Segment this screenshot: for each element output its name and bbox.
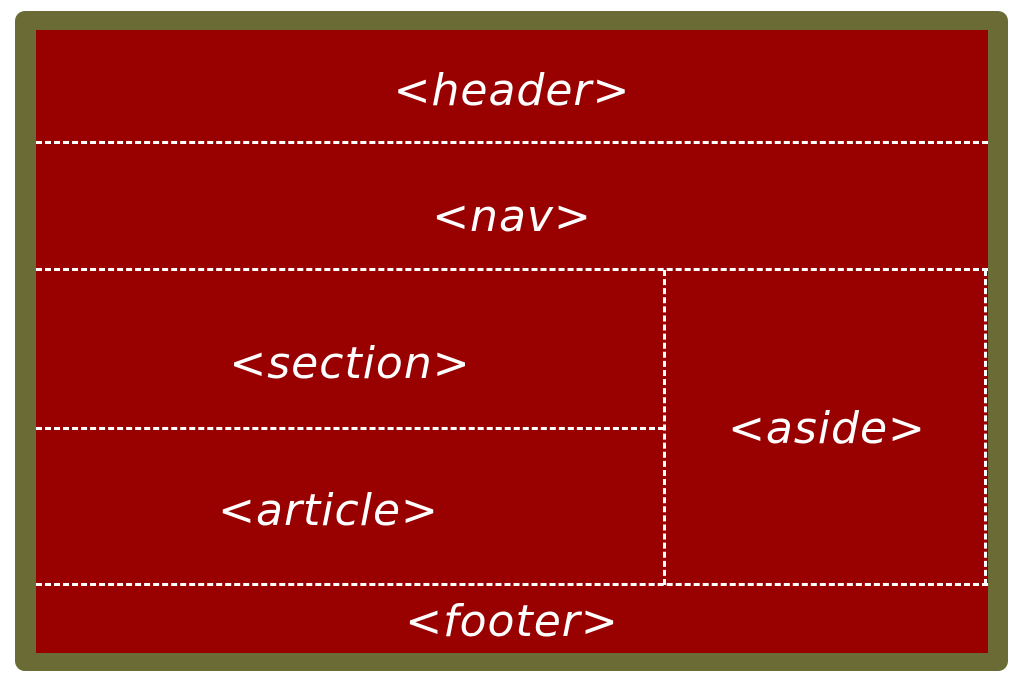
header-region: <header> (36, 40, 988, 140)
header-nav-divider (36, 141, 988, 144)
content-footer-divider (36, 583, 988, 586)
section-article-divider (36, 427, 664, 430)
aside-label: <aside> (728, 402, 926, 454)
aside-right-border (984, 270, 987, 585)
footer-region: <footer> (36, 590, 988, 653)
nav-region: <nav> (36, 166, 988, 266)
layout-canvas (36, 30, 988, 653)
section-region: <section> (36, 300, 664, 426)
nav-content-divider (36, 268, 988, 271)
aside-region: <aside> (667, 272, 987, 584)
content-aside-divider (663, 270, 666, 585)
nav-label: <nav> (432, 190, 592, 242)
article-region: <article> (36, 440, 621, 580)
header-label: <header> (393, 64, 631, 116)
article-label: <article> (218, 484, 439, 536)
section-label: <section> (229, 337, 471, 389)
footer-label: <footer> (405, 596, 619, 647)
